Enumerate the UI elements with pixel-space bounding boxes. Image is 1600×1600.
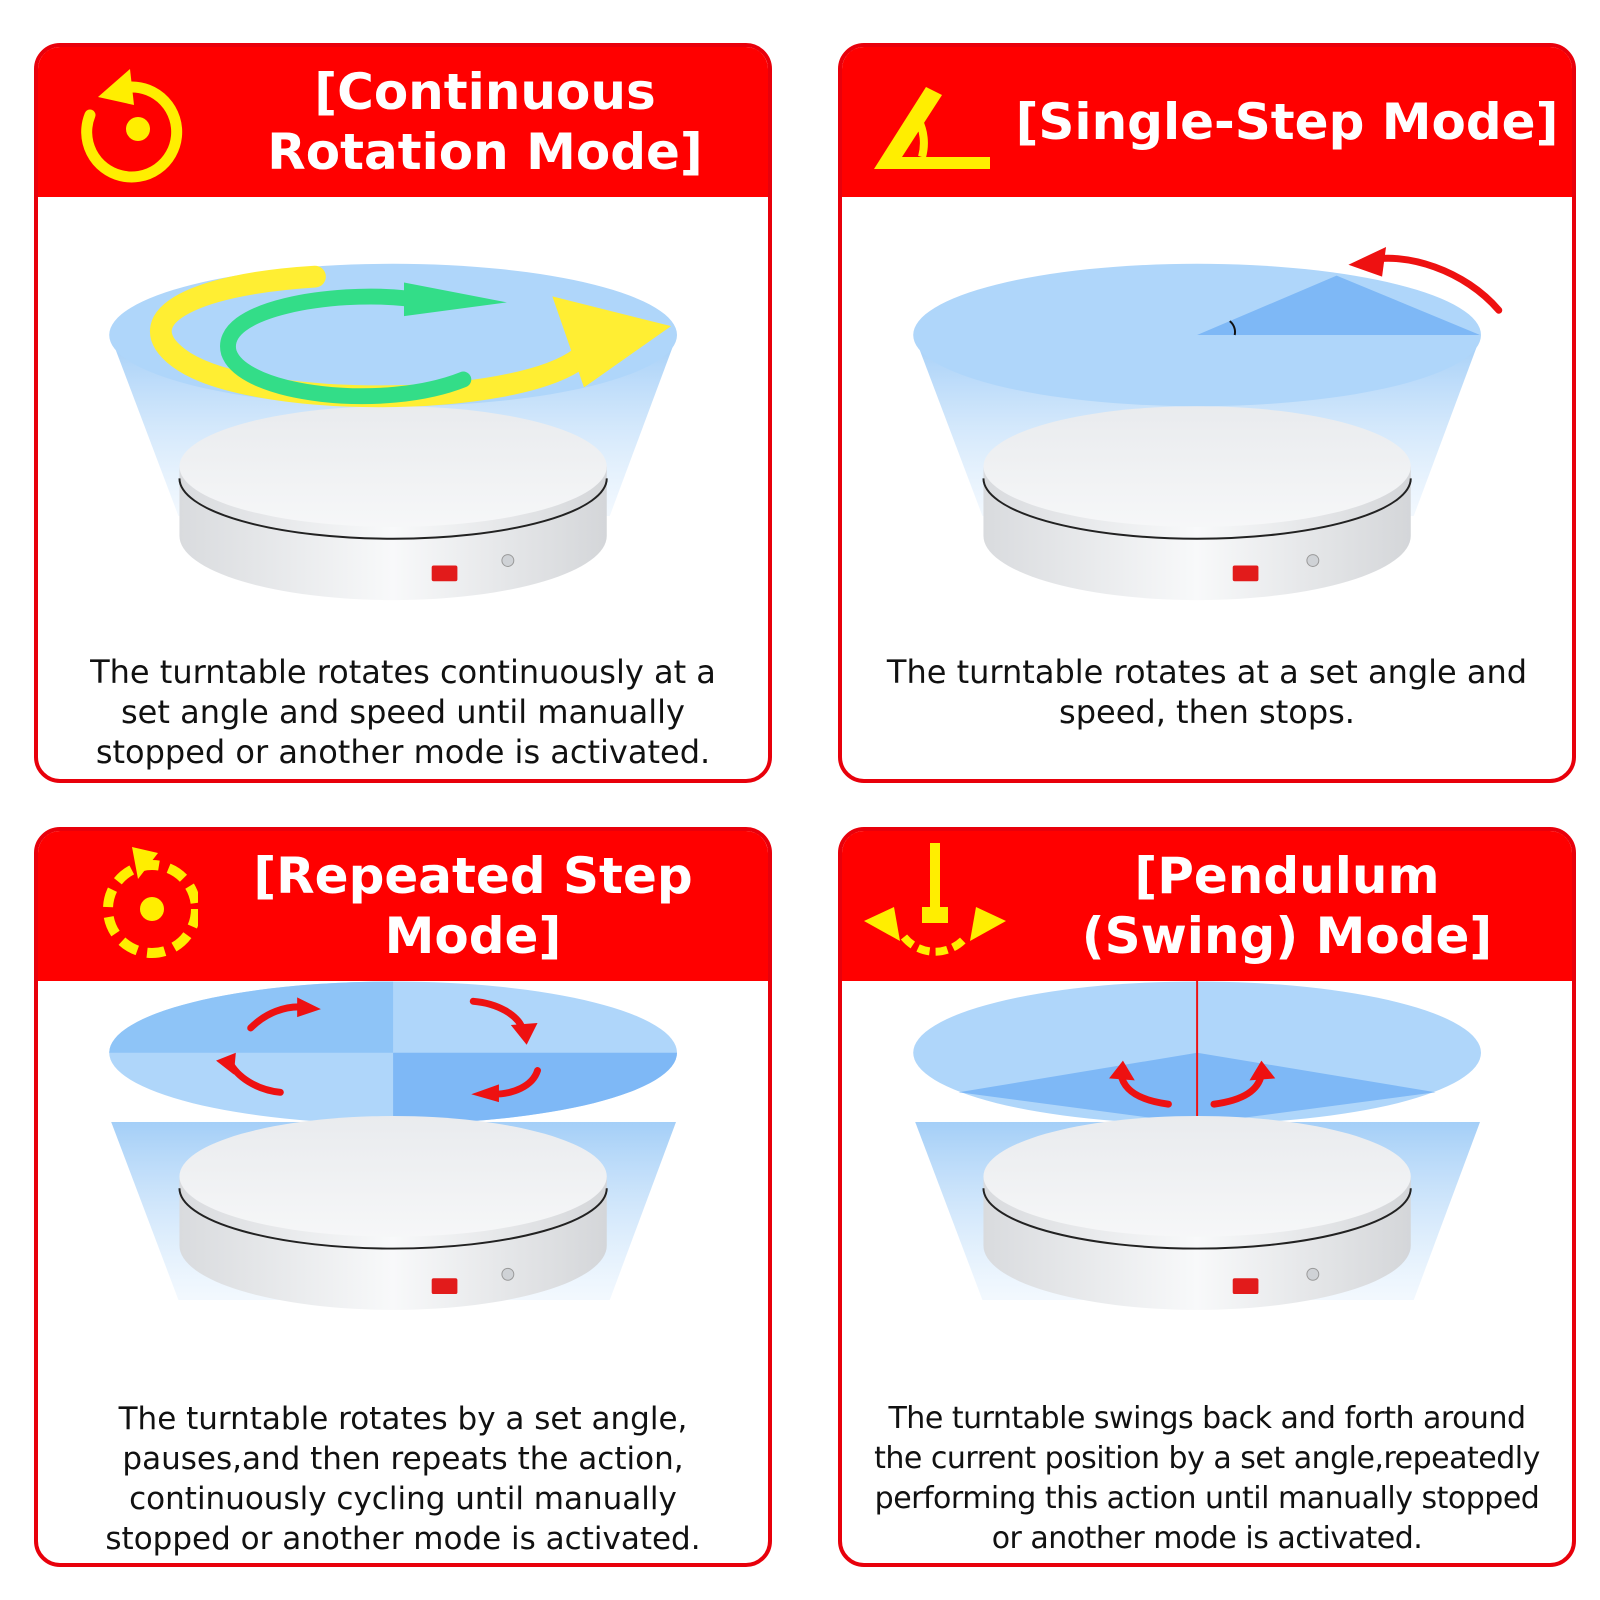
power-switch xyxy=(431,565,458,582)
card-header: [Single-Step Mode] xyxy=(842,47,1572,197)
card-title: [Pendulum (Swing) Mode] xyxy=(1081,847,1493,965)
pendulum-icon xyxy=(864,843,1006,956)
turntable-illustration xyxy=(109,263,677,601)
card-description: The turntable rotates continuously at a … xyxy=(90,653,716,771)
rotate-arrow-icon xyxy=(81,69,183,183)
turntable-illustration xyxy=(913,981,1481,1310)
dashed-rotate-icon xyxy=(103,847,198,958)
power-switch xyxy=(1232,565,1259,582)
mode-card-pendulum: [Pendulum (Swing) Mode] The turntable sw… xyxy=(838,827,1576,1567)
angle-icon xyxy=(874,87,990,169)
card-header: [Pendulum (Swing) Mode] xyxy=(842,831,1572,981)
card-description: The turntable rotates at a set angle and… xyxy=(886,653,1528,731)
card-description: The turntable rotates by a set angle, pa… xyxy=(105,1401,701,1557)
card-header: [Repeated Step Mode] xyxy=(38,831,768,981)
card-header: [Continuous Rotation Mode] xyxy=(38,47,768,197)
card-description: The turntable swings back and forth arou… xyxy=(874,1401,1540,1556)
mode-card-continuous: [Continuous Rotation Mode] The turntable… xyxy=(34,43,772,783)
turntable-illustration xyxy=(913,246,1503,601)
card-title: [Repeated Step Mode] xyxy=(253,847,693,965)
mode-card-repeated-step: [Repeated Step Mode] The turntable rotat… xyxy=(34,827,772,1567)
card-title: [Single-Step Mode] xyxy=(1015,93,1559,151)
mode-card-single-step: [Single-Step Mode] The turntable rotates… xyxy=(838,43,1576,783)
card-title: [Continuous Rotation Mode] xyxy=(267,63,703,181)
power-switch xyxy=(431,1278,458,1295)
turntable-illustration xyxy=(109,981,677,1310)
power-switch xyxy=(1232,1278,1259,1295)
